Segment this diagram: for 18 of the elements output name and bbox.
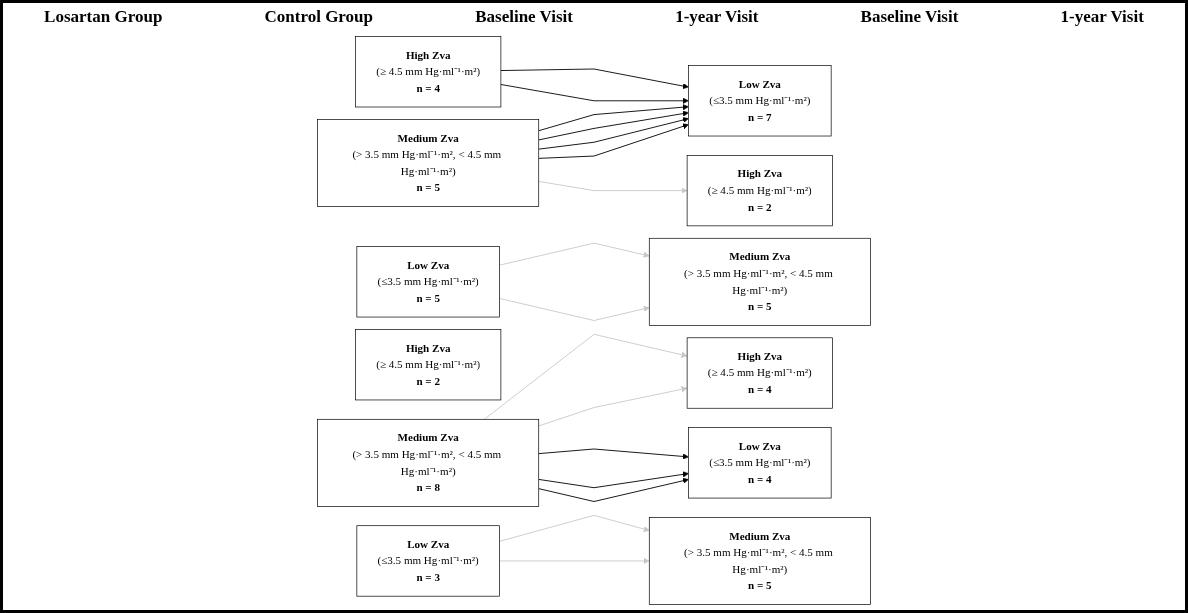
node-box: Low Zva (≤3.5 mm Hg·ml⁻¹·m²) n = 5 [356,246,500,318]
group-heading: Control Group [264,7,373,27]
node-box: High Zva (≥ 4.5 mm Hg·ml⁻¹·m²) n = 2 [686,155,833,227]
group-heading: Losartan Group [44,7,163,27]
node-box: Medium Zva (> 3.5 mm Hg·ml⁻¹·m², < 4.5 mm Hg·ml⁻¹·m²) n = 5 [317,119,540,207]
node-box: Medium Zva (> 3.5 mm Hg·ml⁻¹·m², < 4.5 mm Hg·ml⁻¹·m²) n = 5 [648,517,871,605]
node-box: High Zva (≥ 4.5 mm Hg·ml⁻¹·m²) n = 4 [686,337,833,409]
column-heading: Baseline Visit [860,7,959,27]
column-heading: 1-year Visit [1060,7,1144,27]
node-box: Medium Zva (> 3.5 mm Hg·ml⁻¹·m², < 4.5 mm Hg·ml⁻¹·m²) n = 5 [648,237,871,326]
node-box: High Zva (≥ 4.5 mm Hg·ml⁻¹·m²) n = 2 [355,329,502,401]
column-heading: Baseline Visit [475,7,573,27]
node-box: Low Zva (≤3.5 mm Hg·ml⁻¹·m²) n = 3 [356,525,500,597]
column-heading: 1-year Visit [675,7,759,27]
node-box: Medium Zva (> 3.5 mm Hg·ml⁻¹·m², < 4.5 mm Hg·ml⁻¹·m²) n = 8 [317,418,540,507]
node-box: Low Zva (≤3.5 mm Hg·ml⁻¹·m²) n = 7 [688,65,832,137]
node-box: High Zva (≥ 4.5 mm Hg·ml⁻¹·m²) n = 4 [355,36,502,108]
node-box: Low Zva (≤3.5 mm Hg·ml⁻¹·m²) n = 4 [688,427,832,499]
